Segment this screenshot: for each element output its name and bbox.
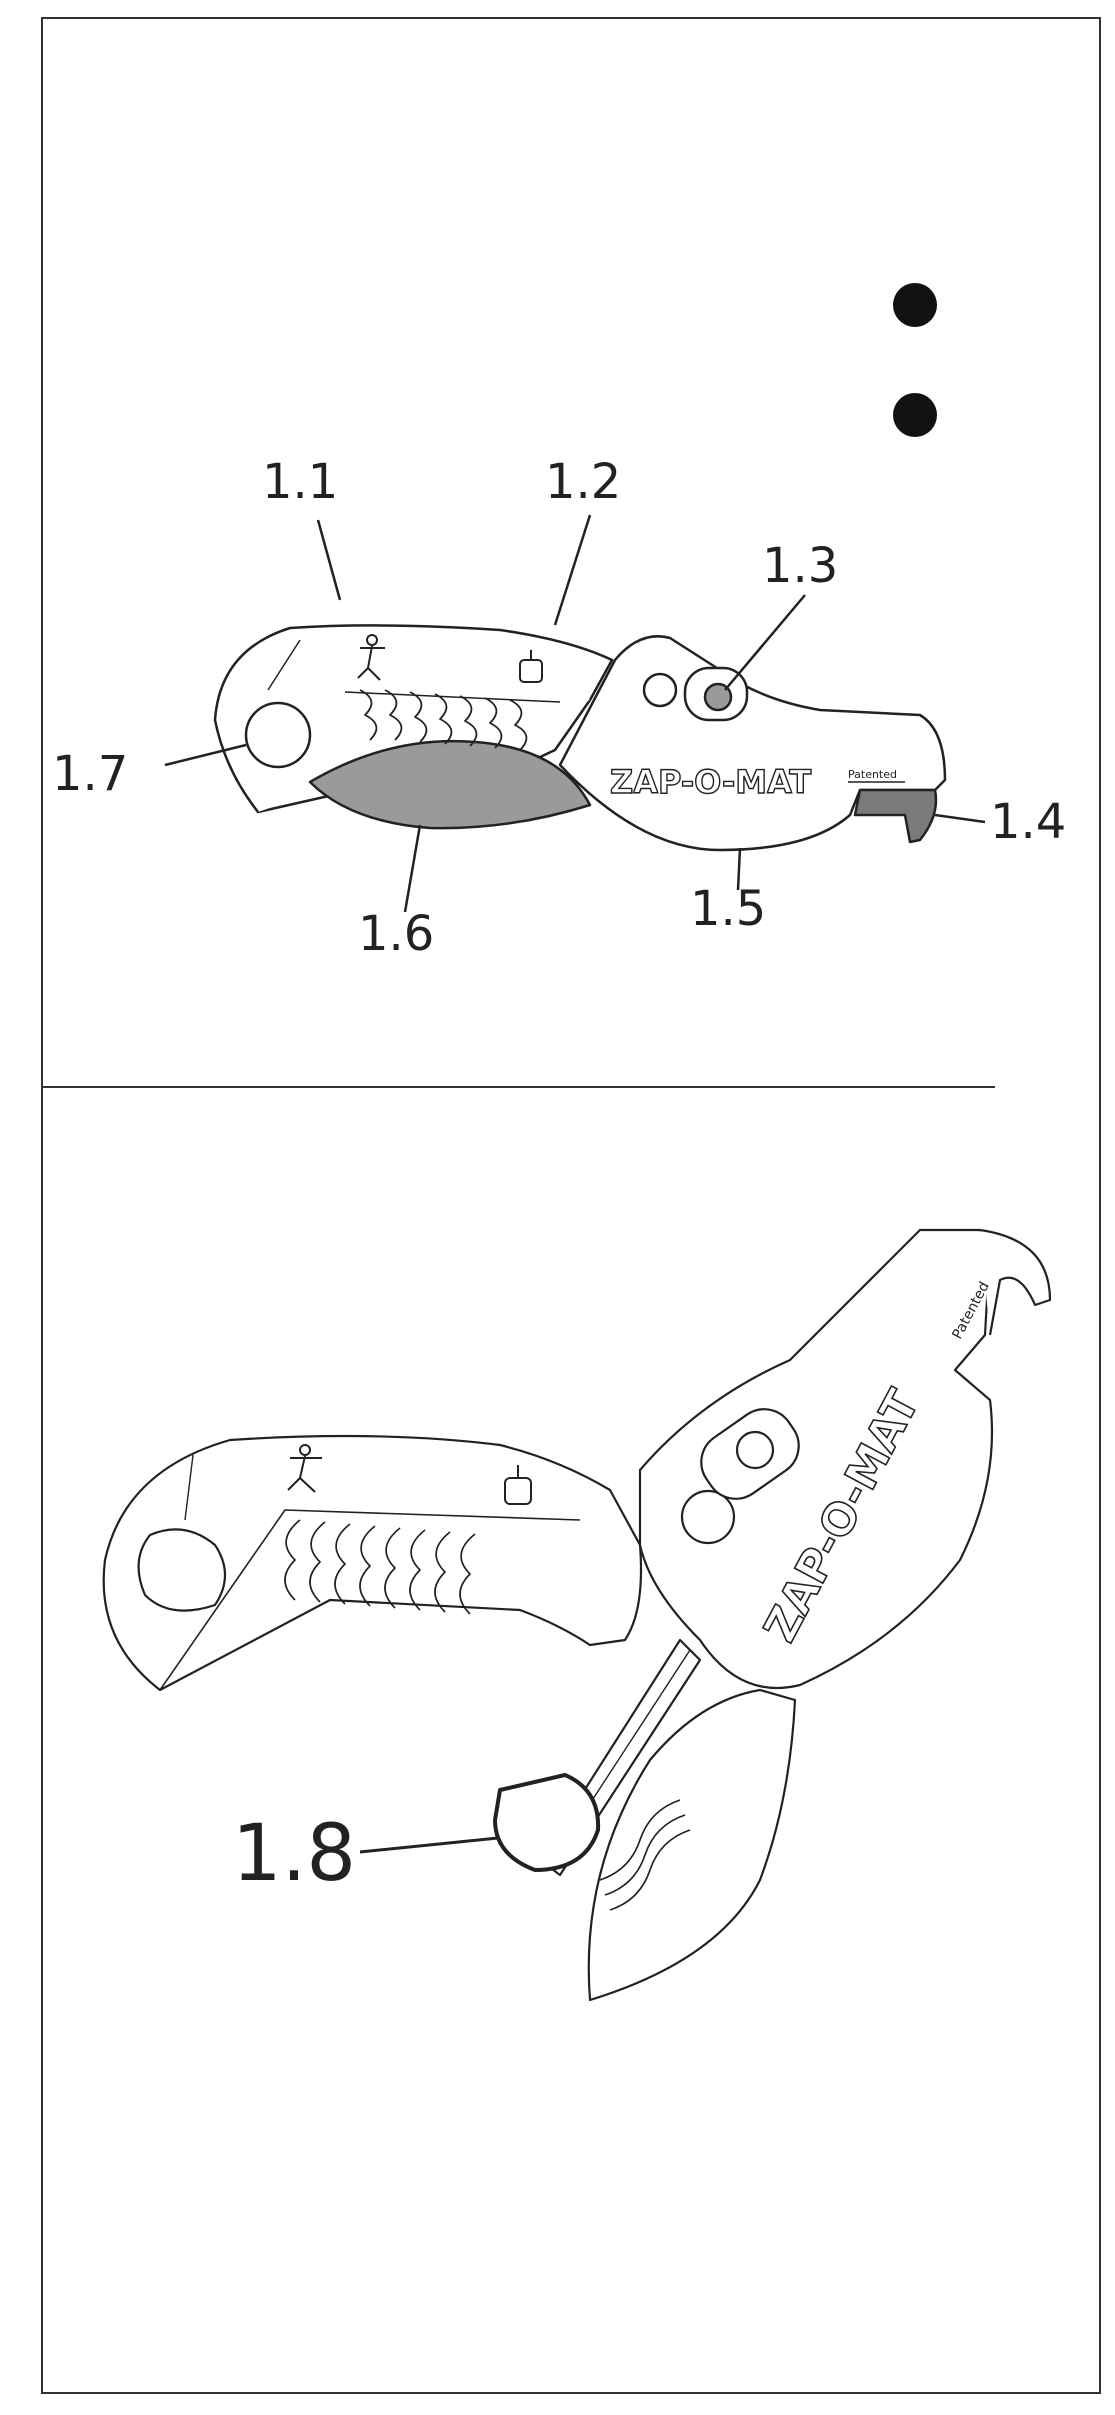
open-ring xyxy=(137,1528,226,1612)
label-1-8: 1.8 xyxy=(232,1809,356,1899)
label-1-2: 1.2 xyxy=(545,454,621,510)
cutter-head xyxy=(558,635,947,852)
label-1-6: 1.6 xyxy=(358,906,434,962)
label-1-7: 1.7 xyxy=(52,746,128,802)
brand-text-top: ZAP-O-MAT xyxy=(610,763,811,801)
pivot-bolt xyxy=(642,672,678,708)
label-1-3: 1.3 xyxy=(762,538,838,594)
lower-blade xyxy=(308,739,592,830)
label-1-5: 1.5 xyxy=(690,881,766,937)
open-lower-blade xyxy=(587,1688,797,2002)
open-handle xyxy=(102,1434,643,1692)
runner-figure-icon xyxy=(287,1444,322,1493)
hook-tip xyxy=(853,788,938,844)
label-1-4: 1.4 xyxy=(990,794,1066,850)
open-tool-illustration xyxy=(102,1228,1052,2002)
leader-lines-top xyxy=(164,514,986,913)
runner-figure-icon xyxy=(357,634,385,681)
closed-tool-illustration xyxy=(213,624,947,852)
open-spring-coils xyxy=(284,1519,476,1615)
open-cutter-head xyxy=(638,1228,994,1690)
hand-grip-icon xyxy=(504,1465,532,1505)
open-pivot-bolt xyxy=(680,1489,736,1545)
binder-hole-icon xyxy=(893,283,937,327)
lower-spring-coils xyxy=(599,1799,691,1911)
binder-hole-icon xyxy=(893,393,937,437)
leader-line-1-8 xyxy=(359,1836,499,1854)
hand-grip-icon xyxy=(519,650,543,683)
handle-outer xyxy=(213,624,614,813)
shaded-bolt xyxy=(703,682,733,712)
page-border xyxy=(41,17,1101,2394)
latch-loop xyxy=(493,1773,601,1872)
finger-ring xyxy=(244,701,312,769)
spring-coils xyxy=(359,689,528,751)
patented-text-top: Patented xyxy=(848,768,897,781)
label-1-1: 1.1 xyxy=(262,454,338,510)
